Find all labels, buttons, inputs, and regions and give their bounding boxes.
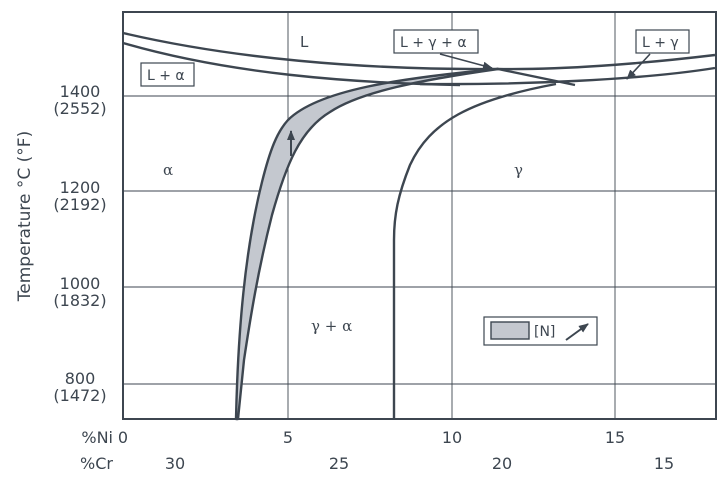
label-l-alpha: L + α — [147, 68, 185, 84]
legend-arrow — [565, 323, 589, 341]
y-tick-800-f: (1472) — [53, 386, 106, 405]
legend-swatch — [490, 321, 530, 340]
label-l-gamma-alpha: L + γ + α — [400, 35, 467, 51]
y-axis-title: Temperature °C (°F) — [15, 131, 35, 302]
label-box-l-alpha — [140, 62, 195, 87]
x-tick-cr-30: 30 — [165, 454, 185, 473]
x-axis-ni: %Ni 0 5 10 15 — [81, 428, 625, 447]
label-box-l-gamma — [635, 29, 690, 54]
region-label-liquid: L — [300, 33, 309, 51]
liquidus-curve-right — [497, 53, 716, 71]
x-tick-cr-20: 20 — [492, 454, 512, 473]
upper-boundary-left — [122, 41, 461, 87]
y-tick-1200-c: 1200 — [60, 178, 101, 197]
x-tick-ni-0: 0 — [118, 428, 128, 447]
x-axis-cr: %Cr 30 25 20 15 — [80, 454, 674, 473]
x-tick-ni-15: 15 — [605, 428, 625, 447]
x-axis-ni-label: %Ni — [81, 428, 113, 447]
region-label-gamma: γ — [514, 161, 523, 179]
bottom-boundary-right — [419, 66, 716, 86]
arrow-l-gamma-alpha — [439, 53, 493, 70]
y-tick-1000-c: 1000 — [60, 274, 101, 293]
x-tick-cr-15: 15 — [654, 454, 674, 473]
y-tick-1200-f: (2192) — [53, 195, 106, 214]
x-tick-ni-5: 5 — [283, 428, 293, 447]
label-box-l-gamma-alpha — [393, 29, 479, 54]
x-tick-ni-10: 10 — [442, 428, 462, 447]
liquidus-curve-left — [122, 31, 499, 71]
arrow-l-gamma — [626, 53, 651, 80]
legend-label: [N] — [534, 324, 555, 340]
y-tick-1000-f: (1832) — [53, 291, 106, 310]
shaded-band — [234, 67, 500, 421]
gamma-boundary-curve — [392, 82, 557, 419]
y-tick-1400-c: 1400 — [60, 82, 101, 101]
y-axis-ticks: 1400 (2552) 1200 (2192) 1000 (1832) 800 … — [53, 82, 106, 405]
y-tick-1400-f: (2552) — [53, 99, 106, 118]
legend: [N] — [483, 316, 598, 346]
label-l-gamma: L + γ — [642, 35, 679, 51]
x-axis-cr-label: %Cr — [80, 454, 113, 473]
region-label-alpha: α — [163, 161, 173, 179]
region-label-gamma-alpha: γ + α — [311, 317, 352, 335]
y-tick-800-c: 800 — [65, 369, 96, 388]
grid-lines — [123, 12, 715, 419]
plot-frame — [122, 11, 717, 420]
eutectic-line-right — [497, 67, 576, 87]
x-tick-cr-25: 25 — [329, 454, 349, 473]
